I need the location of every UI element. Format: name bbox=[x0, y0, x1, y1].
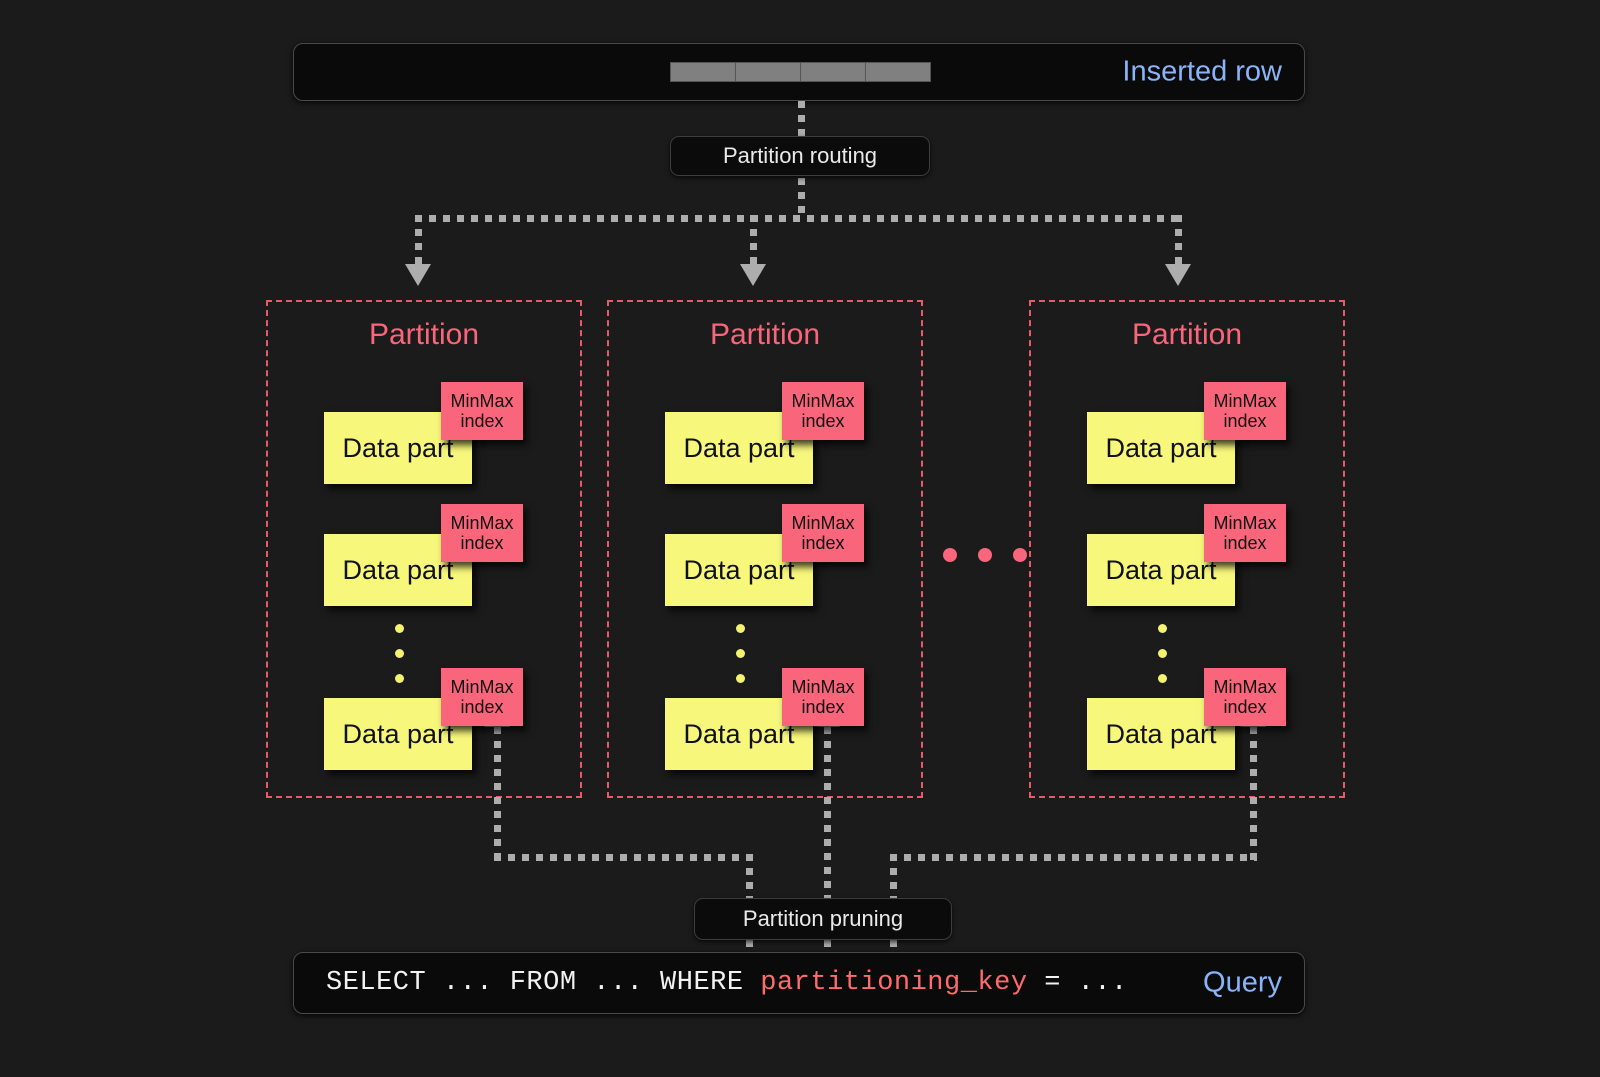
ellipsis-dot bbox=[1158, 624, 1167, 633]
data-parts-ellipsis bbox=[1158, 624, 1167, 699]
data-parts-ellipsis bbox=[395, 624, 404, 699]
minmax-line2: index bbox=[1223, 411, 1267, 431]
query-label: Query bbox=[1203, 966, 1282, 999]
connector-down-to-pruning-3 bbox=[890, 854, 897, 898]
connector-h-partition-3 bbox=[890, 854, 1257, 861]
connector-fanout-bus bbox=[415, 215, 1182, 222]
minmax-index-box[interactable]: MinMax index bbox=[782, 382, 864, 440]
connector-up-partition-3 bbox=[1250, 727, 1257, 861]
connector-up-partition-2 bbox=[824, 727, 831, 898]
minmax-index-box[interactable]: MinMax index bbox=[1204, 668, 1286, 726]
minmax-line1: MinMax bbox=[791, 676, 855, 697]
data-part-group: Data part MinMax index bbox=[324, 668, 574, 778]
partition-pruning-box[interactable]: Partition pruning bbox=[694, 898, 952, 940]
query-text: SELECT ... FROM ... WHERE partitioning_k… bbox=[326, 968, 1128, 998]
minmax-index-box[interactable]: MinMax index bbox=[441, 382, 523, 440]
inserted-row-label: Inserted row bbox=[1122, 55, 1282, 88]
ellipsis-dot bbox=[736, 649, 745, 658]
row-cell bbox=[670, 62, 736, 82]
minmax-line1: MinMax bbox=[791, 512, 855, 533]
row-cell bbox=[865, 62, 931, 82]
partition-title: Partition bbox=[709, 318, 821, 351]
ellipsis-dot bbox=[736, 674, 745, 683]
ellipsis-dot bbox=[736, 624, 745, 633]
connector-routing-to-fanout bbox=[798, 136, 805, 216]
data-part-group: Data part MinMax index bbox=[1087, 382, 1337, 492]
connector-up-partition-1 bbox=[494, 727, 501, 861]
connector-h-partition-1 bbox=[494, 854, 753, 861]
minmax-line2: index bbox=[460, 411, 504, 431]
arrowhead-down-partition-2 bbox=[740, 264, 766, 286]
data-parts-ellipsis bbox=[736, 624, 745, 699]
minmax-line1: MinMax bbox=[1213, 676, 1277, 697]
connector-drop-partition-3 bbox=[1175, 215, 1182, 267]
minmax-index-box[interactable]: MinMax index bbox=[782, 504, 864, 562]
ellipsis-dot bbox=[395, 624, 404, 633]
minmax-line1: MinMax bbox=[1213, 512, 1277, 533]
connector-drop-partition-1 bbox=[415, 215, 422, 267]
partition-box-2: Partition Data part MinMax index Data pa… bbox=[607, 300, 923, 798]
minmax-line1: MinMax bbox=[791, 390, 855, 411]
inserted-row-bar: Inserted row bbox=[293, 43, 1305, 101]
partition-routing-label: Partition routing bbox=[722, 143, 878, 168]
data-part-group: Data part MinMax index bbox=[665, 504, 915, 614]
partition-routing-box[interactable]: Partition routing bbox=[670, 136, 930, 176]
minmax-line2: index bbox=[1223, 533, 1267, 553]
data-part-group: Data part MinMax index bbox=[665, 668, 915, 778]
ellipsis-dot bbox=[978, 548, 992, 562]
ellipsis-dot bbox=[1158, 649, 1167, 658]
connector-drop-partition-2 bbox=[750, 215, 757, 267]
partition-box-1: Partition Data part MinMax index Data pa… bbox=[266, 300, 582, 798]
data-part[interactable]: Data part bbox=[1087, 412, 1235, 484]
minmax-line2: index bbox=[460, 533, 504, 553]
partitions-ellipsis bbox=[943, 548, 1027, 562]
partition-title: Partition bbox=[1131, 318, 1243, 351]
minmax-index-box[interactable]: MinMax index bbox=[441, 668, 523, 726]
data-part-group: Data part MinMax index bbox=[1087, 504, 1337, 614]
minmax-line2: index bbox=[460, 697, 504, 717]
minmax-line1: MinMax bbox=[1213, 390, 1277, 411]
data-part-group: Data part MinMax index bbox=[1087, 668, 1337, 778]
minmax-line2: index bbox=[801, 533, 845, 553]
row-cell bbox=[735, 62, 801, 82]
minmax-line2: index bbox=[1223, 697, 1267, 717]
connector-down-to-pruning-1 bbox=[746, 854, 753, 898]
minmax-index-box[interactable]: MinMax index bbox=[441, 504, 523, 562]
arrowhead-down-partition-1 bbox=[405, 264, 431, 286]
minmax-line2: index bbox=[801, 697, 845, 717]
data-part-group: Data part MinMax index bbox=[665, 382, 915, 492]
arrowhead-down-partition-3 bbox=[1165, 264, 1191, 286]
minmax-line1: MinMax bbox=[450, 390, 514, 411]
query-prefix: SELECT ... FROM ... WHERE bbox=[326, 968, 761, 998]
inserted-row-cells bbox=[670, 62, 931, 82]
minmax-line2: index bbox=[801, 411, 845, 431]
ellipsis-dot bbox=[1013, 548, 1027, 562]
ellipsis-dot bbox=[943, 548, 957, 562]
ellipsis-dot bbox=[1158, 674, 1167, 683]
row-cell bbox=[800, 62, 866, 82]
query-keyword: partitioning_key bbox=[760, 968, 1028, 998]
ellipsis-dot bbox=[395, 649, 404, 658]
minmax-line1: MinMax bbox=[450, 676, 514, 697]
minmax-index-box[interactable]: MinMax index bbox=[1204, 504, 1286, 562]
ellipsis-dot bbox=[395, 674, 404, 683]
partition-box-3: Partition Data part MinMax index Data pa… bbox=[1029, 300, 1345, 798]
minmax-line1: MinMax bbox=[450, 512, 514, 533]
partition-pruning-label: Partition pruning bbox=[742, 906, 904, 931]
data-part-group: Data part MinMax index bbox=[324, 504, 574, 614]
partition-title: Partition bbox=[368, 318, 480, 351]
minmax-index-box[interactable]: MinMax index bbox=[782, 668, 864, 726]
query-bar: SELECT ... FROM ... WHERE partitioning_k… bbox=[293, 952, 1305, 1014]
connector-row-to-routing bbox=[798, 101, 805, 137]
minmax-index-box[interactable]: MinMax index bbox=[1204, 382, 1286, 440]
data-part-group: Data part MinMax index bbox=[324, 382, 574, 492]
query-suffix: = ... bbox=[1027, 968, 1128, 998]
